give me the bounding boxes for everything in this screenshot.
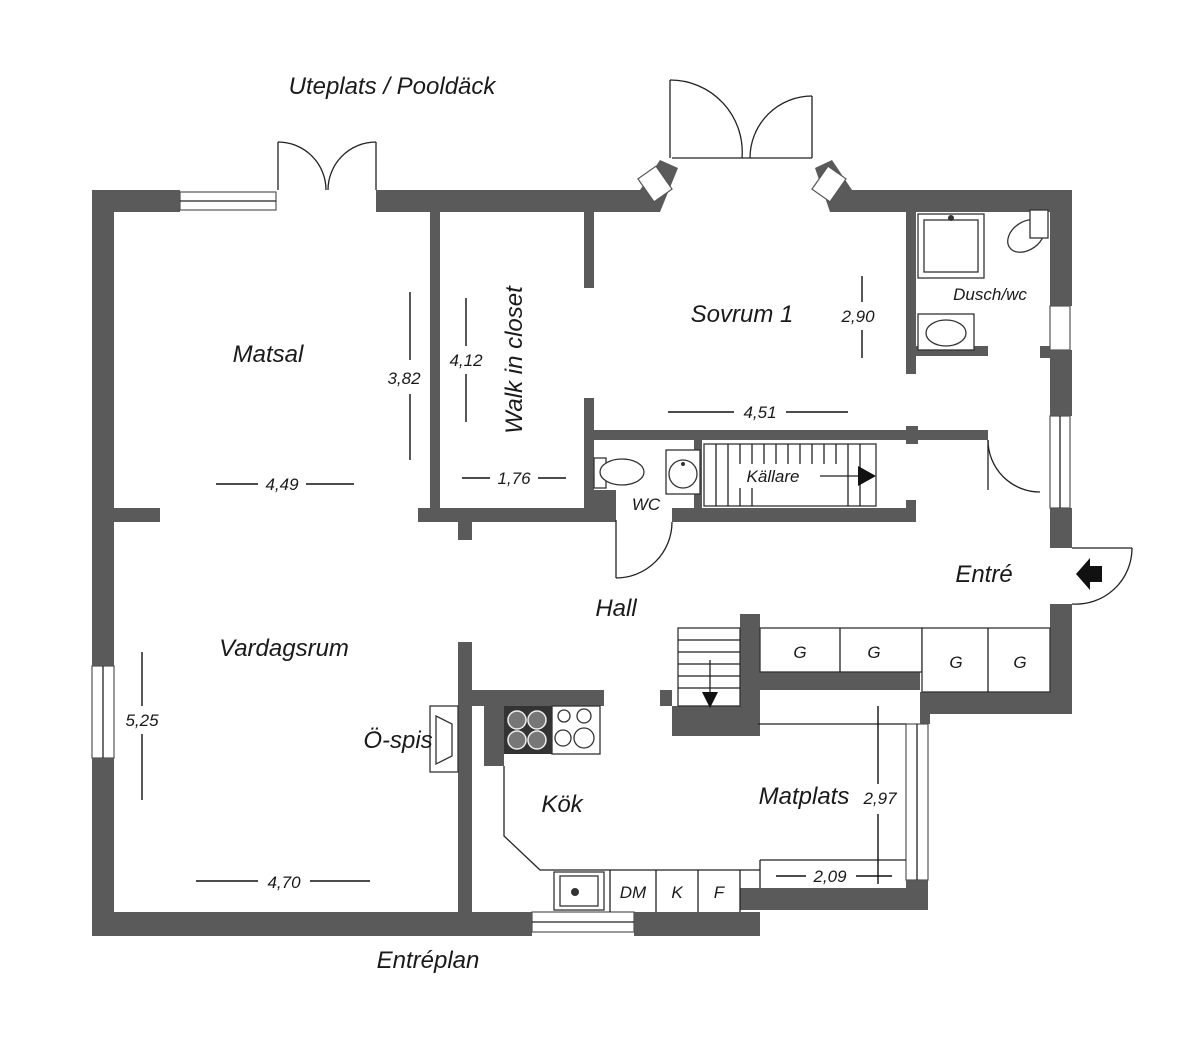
dishwasher-label: DM <box>620 883 647 902</box>
interior-walls <box>114 212 1052 912</box>
wardrobe-label-2: G <box>867 643 880 662</box>
dim-vardag-height: 5,25 <box>125 711 159 730</box>
exterior-walls <box>92 160 1072 936</box>
doors <box>277 79 1133 605</box>
wardrobe-label-1: G <box>793 643 806 662</box>
kitchen-fixtures <box>429 627 1051 912</box>
windows <box>91 165 1071 933</box>
dimension-lines <box>141 276 892 884</box>
room-vardagsrum-label: Vardagsrum <box>219 635 349 662</box>
wardrobe-label-4: G <box>1013 653 1026 672</box>
terrace-label: Uteplats / Pooldäck <box>289 73 498 100</box>
dim-vardag-width: 4,70 <box>267 873 301 892</box>
dim-matplats-width: 2,09 <box>812 867 847 886</box>
room-matplats-label: Matplats <box>759 783 850 810</box>
dim-sovrum-height: 2,90 <box>840 307 875 326</box>
floor-title: Entréplan <box>377 947 480 974</box>
dim-matsal-height: 3,82 <box>387 369 421 388</box>
fridge-label: K <box>671 883 683 902</box>
room-wc-label: WC <box>632 495 661 514</box>
room-dusch-label: Dusch/wc <box>953 285 1027 304</box>
room-kok-label: Kök <box>541 791 584 818</box>
dim-walkin-width: 1,76 <box>497 469 531 488</box>
dim-sovrum-width: 4,51 <box>743 403 776 422</box>
dim-walkin-height: 4,12 <box>449 351 483 370</box>
dim-matsal-width: 4,49 <box>265 475 299 494</box>
room-hall-label: Hall <box>595 595 637 622</box>
wardrobe-label-3: G <box>949 653 962 672</box>
bath-fixtures <box>593 209 1049 495</box>
stairs-kallare-label: Källare <box>747 467 800 486</box>
dim-matplats-height: 2,97 <box>862 789 897 808</box>
freezer-label: F <box>714 883 726 902</box>
room-sovrum-label: Sovrum 1 <box>691 301 794 328</box>
stairs <box>677 443 877 708</box>
room-matsal-label: Matsal <box>233 341 304 368</box>
room-walkin-label: Walk in closet <box>501 285 528 434</box>
room-entre-label: Entré <box>955 561 1012 588</box>
fireplace-label: Ö-spis <box>363 727 432 754</box>
